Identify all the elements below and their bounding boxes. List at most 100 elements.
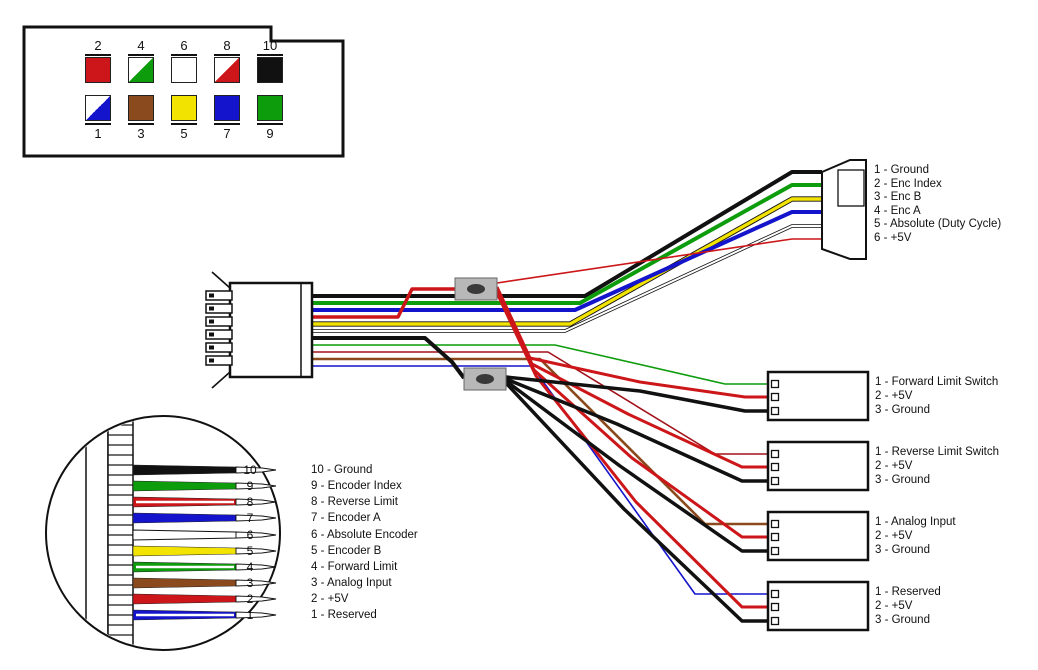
reverse-limit-pin-label-3: 3 - Ground <box>875 474 930 486</box>
wire-absolute <box>312 225 822 332</box>
main-plug <box>205 271 314 389</box>
pinout-swatch-4 <box>128 57 154 83</box>
pinout-swatch-7 <box>214 95 240 121</box>
magnifier-number-8: 8 <box>247 495 254 509</box>
magnifier-number-7: 7 <box>247 511 254 525</box>
splice-junctions <box>454 277 507 391</box>
forward-limit-pin-label-2: 2 - +5V <box>875 390 913 402</box>
encoder-pin-label-6: 6 - +5V <box>874 232 912 244</box>
magnifier-label-7: 7 - Encoder A <box>311 512 381 524</box>
magnified-callout: 10 9 8 7 6 5 4 3 2 1 <box>45 415 281 651</box>
pinout-box-outline <box>22 25 345 158</box>
bottom-splice-crimp <box>476 374 494 384</box>
wire-ground-forward <box>505 375 768 413</box>
pinout-swatch-2 <box>85 57 111 83</box>
peripheral-connector-bodies <box>766 370 870 632</box>
forward-limit-pin-label-3: 3 - Ground <box>875 404 930 416</box>
encoder-pin-label-2: 2 - Enc Index <box>874 178 942 190</box>
pinout-number-3: 3 <box>128 123 154 141</box>
magnifier-number-6: 6 <box>247 528 254 542</box>
reverse-limit-pin-label-2: 2 - +5V <box>875 460 913 472</box>
magnifier-band-2 <box>132 593 237 605</box>
magnifier-number-1: 1 <box>247 608 254 622</box>
magnifier-band-6 <box>132 529 237 541</box>
encoder-wires <box>312 170 822 333</box>
pinout-number-7: 7 <box>214 123 240 141</box>
pinout-swatch-1 <box>85 95 111 121</box>
wire-ground-analog <box>504 379 768 553</box>
top-splice-crimp <box>467 284 485 294</box>
main-plug-pins <box>205 290 233 366</box>
encoder-connector <box>821 159 867 260</box>
magnifier-wire-bands <box>132 464 277 621</box>
magnifier-band-3 <box>132 577 237 589</box>
pinout-swatch-3 <box>128 95 154 121</box>
magnifier-number-5: 5 <box>247 544 254 558</box>
wire-encoder-a <box>312 210 822 312</box>
magnifier-band-7 <box>132 512 237 524</box>
wire-5v-main <box>312 287 455 319</box>
forward-limit-pin-label-1: 1 - Forward Limit Switch <box>875 376 999 388</box>
ground-wires <box>312 336 768 623</box>
analog-input-pin-label-3: 3 - Ground <box>875 544 930 556</box>
pinout-swatch-9 <box>257 95 283 121</box>
forward-limit-connector <box>766 370 870 422</box>
pinout-number-1: 1 <box>85 123 111 141</box>
analog-input-connector <box>766 510 870 562</box>
wire-encoder-5v <box>496 238 822 284</box>
magnifier-band-5 <box>132 545 237 557</box>
magnifier-label-3: 3 - Analog Input <box>311 577 392 589</box>
encoder-pin-label-1: 1 - Ground <box>874 164 929 176</box>
encoder-pin-label-4: 4 - Enc A <box>874 205 921 217</box>
magnifier-label-1: 1 - Reserved <box>311 609 377 621</box>
wire-5v-reserved <box>495 292 768 609</box>
magnifier-label-10: 10 - Ground <box>311 464 373 476</box>
pinout-swatch-8 <box>214 57 240 83</box>
power-wires <box>312 286 768 609</box>
wire-ground-reserved <box>504 381 768 623</box>
magnifier-label-5: 5 - Encoder B <box>311 545 382 557</box>
magnifier-label-8: 8 - Reverse Limit <box>311 496 398 508</box>
wire-ground-reverse <box>505 377 768 483</box>
reserved-pin-label-1: 1 - Reserved <box>875 586 941 598</box>
magnifier-label-2: 2 - +5V <box>311 593 349 605</box>
pinout-swatch-5 <box>171 95 197 121</box>
reverse-limit-connector <box>766 440 870 492</box>
pinout-number-9: 9 <box>257 123 283 141</box>
magnifier-band-10 <box>132 464 237 476</box>
wire-encoder-b <box>312 197 822 326</box>
encoder-pin-label-3: 3 - Enc B <box>874 191 922 203</box>
reserved-pin-label-3: 3 - Ground <box>875 614 930 626</box>
pinout-swatch-6 <box>171 57 197 83</box>
pinout-number-6: 6 <box>171 38 197 56</box>
wire-encoder-b-outline <box>312 196 822 327</box>
magnifier-number-4: 4 <box>247 560 254 574</box>
main-plug-body <box>228 281 314 379</box>
pinout-number-5: 5 <box>171 123 197 141</box>
wire-reverse-limit-signal <box>312 351 768 455</box>
analog-input-pin-label-1: 1 - Analog Input <box>875 516 956 528</box>
wire-encoder-ground <box>312 170 822 298</box>
magnifier-number-9: 9 <box>247 479 254 493</box>
wire-analog-input-signal <box>312 357 768 526</box>
pinout-number-4: 4 <box>128 38 154 56</box>
magnifier-connector-edge <box>85 417 134 649</box>
magnifier-label-6: 6 - Absolute Encoder <box>311 529 418 541</box>
wire-encoder-index <box>312 183 822 305</box>
pinout-number-10: 10 <box>257 38 283 56</box>
wire-reserved-signal <box>312 365 768 595</box>
wire-ground-main <box>312 336 466 380</box>
reserved-connector <box>766 580 870 632</box>
magnifier-number-10: 10 <box>243 463 257 477</box>
reverse-limit-pin-label-1: 1 - Reverse Limit Switch <box>875 446 999 458</box>
magnifier-wire-numbers: 10 9 8 7 6 5 4 3 2 1 <box>243 463 257 622</box>
encoder-pin-label-5: 5 - Absolute (Duty Cycle) <box>874 218 1002 230</box>
reserved-pin-label-2: 2 - +5V <box>875 600 913 612</box>
magnifier-number-3: 3 <box>247 576 254 590</box>
magnifier-label-4: 4 - Forward Limit <box>311 561 398 573</box>
magnifier-band-9 <box>132 480 237 492</box>
pinout-number-8: 8 <box>214 38 240 56</box>
magnifier-number-2: 2 <box>247 592 254 606</box>
